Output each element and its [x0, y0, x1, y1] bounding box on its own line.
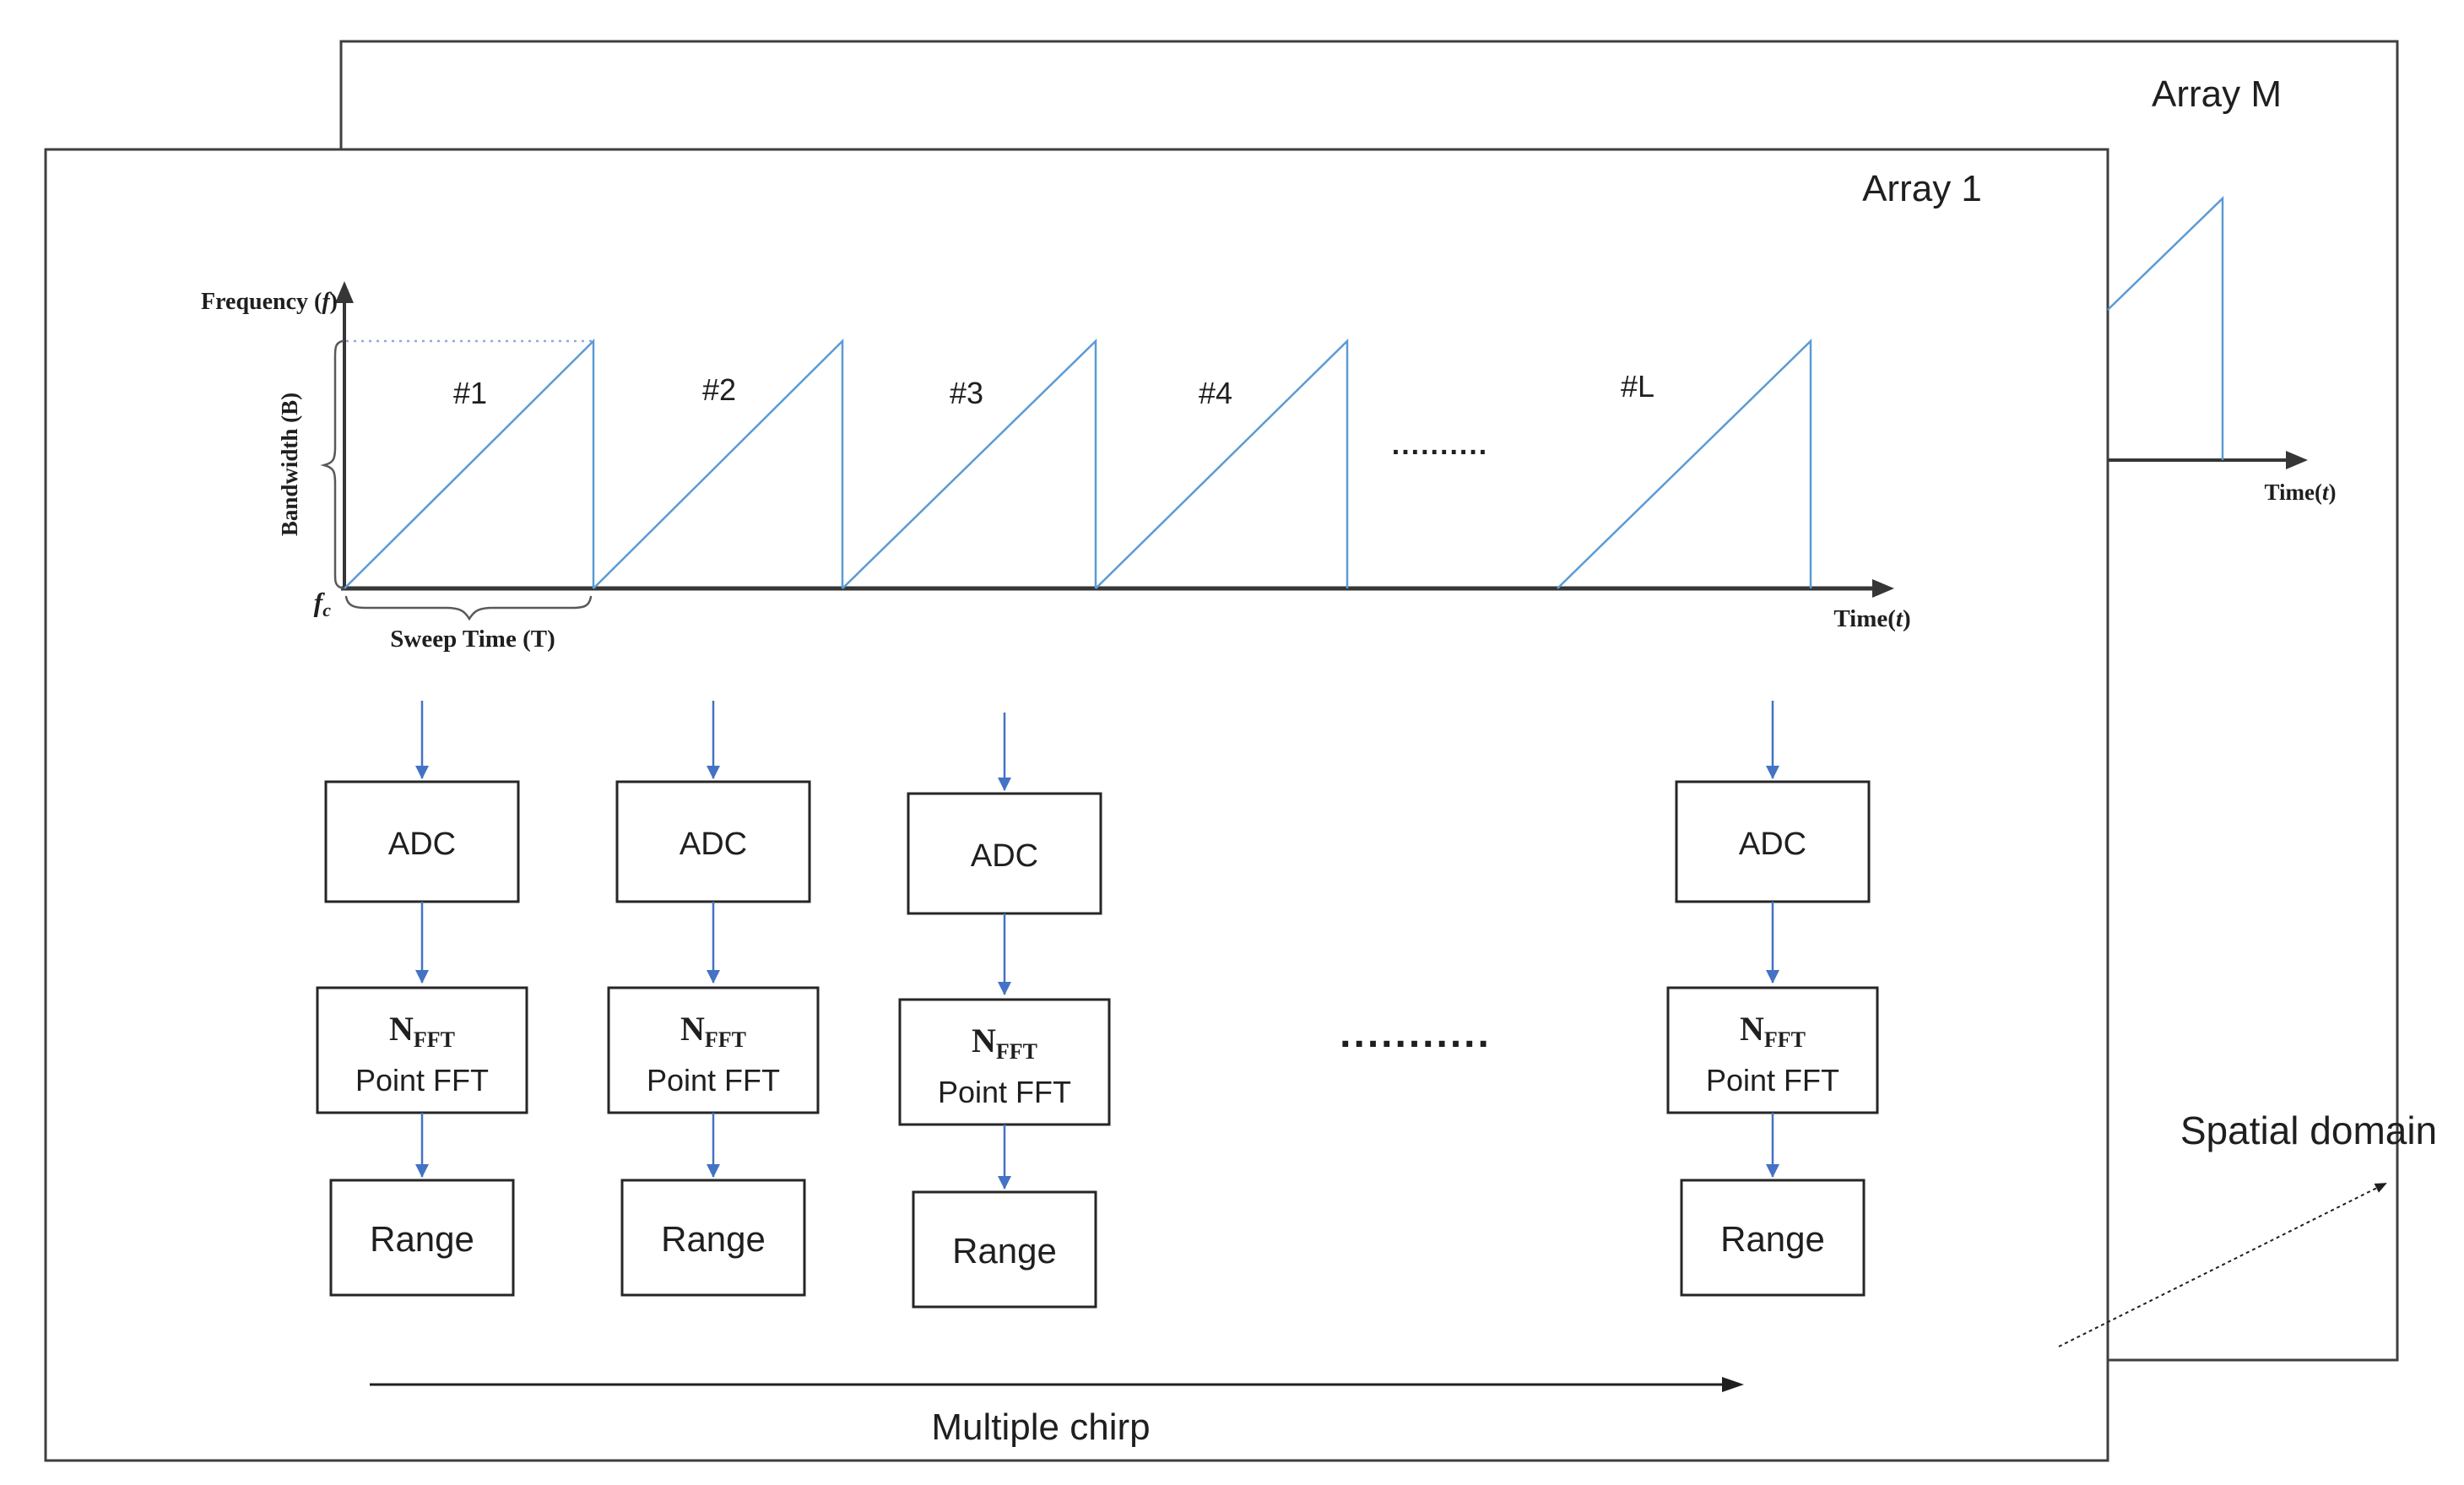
chirp-gap-ellipsis: ..........: [1392, 429, 1488, 461]
adc-label-colL: ADC: [1739, 827, 1806, 862]
range-box-col2: [620, 1179, 806, 1297]
adc-box-col3: [907, 792, 1102, 915]
adc-label-col3: ADC: [971, 838, 1038, 874]
adc-box-col2: [615, 780, 811, 903]
pipeline-ellipsis: ...........: [1340, 1011, 1492, 1056]
sweep-time-brace: [344, 595, 593, 621]
chirp-sawtooth-waveforms: [344, 338, 1812, 589]
mini-time-axis-label: Time(t): [2264, 480, 2336, 505]
range-box-colL: [1680, 1179, 1866, 1297]
range-label-col2: Range: [661, 1219, 766, 1259]
carrier-frequency-label: fc: [314, 587, 332, 621]
fft-line2-colL: Point FFT: [1706, 1063, 1839, 1097]
fft-line2-col2: Point FFT: [647, 1063, 780, 1097]
adc-label-col1: ADC: [388, 827, 456, 862]
sweep-time-label: Sweep Time (T): [390, 626, 555, 653]
fft-nfft-col2: NFFT: [680, 1010, 746, 1052]
bandwidth-label: Bandwidth (B): [277, 393, 302, 536]
spatial-domain-label: Spatial domain: [2180, 1108, 2437, 1152]
fft-line2-col1: Point FFT: [355, 1063, 489, 1097]
range-box-col1: [329, 1179, 515, 1297]
chirp-label-2: #2: [702, 372, 736, 407]
spatial-domain-arrow: [2058, 1183, 2387, 1347]
frequency-axis-label: Frequency (f): [201, 289, 338, 315]
chirp-label-3: #3: [950, 376, 983, 410]
adc-box-colL: [1675, 780, 1871, 903]
panel-array-1-label: Array 1: [1862, 168, 1982, 209]
multiple-chirp-label: Multiple chirp: [931, 1406, 1150, 1448]
range-box-col3: [912, 1190, 1097, 1309]
fft-line2-col3: Point FFT: [938, 1075, 1071, 1109]
fft-box-col3: [898, 998, 1111, 1126]
time-axis-label: Time(t): [1833, 605, 1910, 632]
range-label-col3: Range: [952, 1231, 1057, 1271]
fft-nfft-col1: NFFT: [389, 1010, 455, 1052]
fft-box-colL: [1666, 986, 1879, 1114]
fft-box-col2: [607, 986, 820, 1114]
chirp-label-1: #1: [453, 376, 487, 410]
mini-chirp-waveform: [2107, 196, 2224, 460]
range-label-colL: Range: [1720, 1219, 1825, 1259]
range-label-col1: Range: [370, 1219, 474, 1259]
panel-array-m-label: Array M: [2152, 73, 2282, 115]
chirp-label-L: #L: [1621, 369, 1654, 404]
fft-nfft-col3: NFFT: [972, 1022, 1037, 1064]
fft-nfft-colL: NFFT: [1740, 1010, 1806, 1052]
adc-label-col2: ADC: [680, 827, 747, 862]
bandwidth-brace: [320, 339, 344, 590]
chirp-label-4: #4: [1199, 376, 1232, 410]
fft-box-col1: [316, 986, 528, 1114]
